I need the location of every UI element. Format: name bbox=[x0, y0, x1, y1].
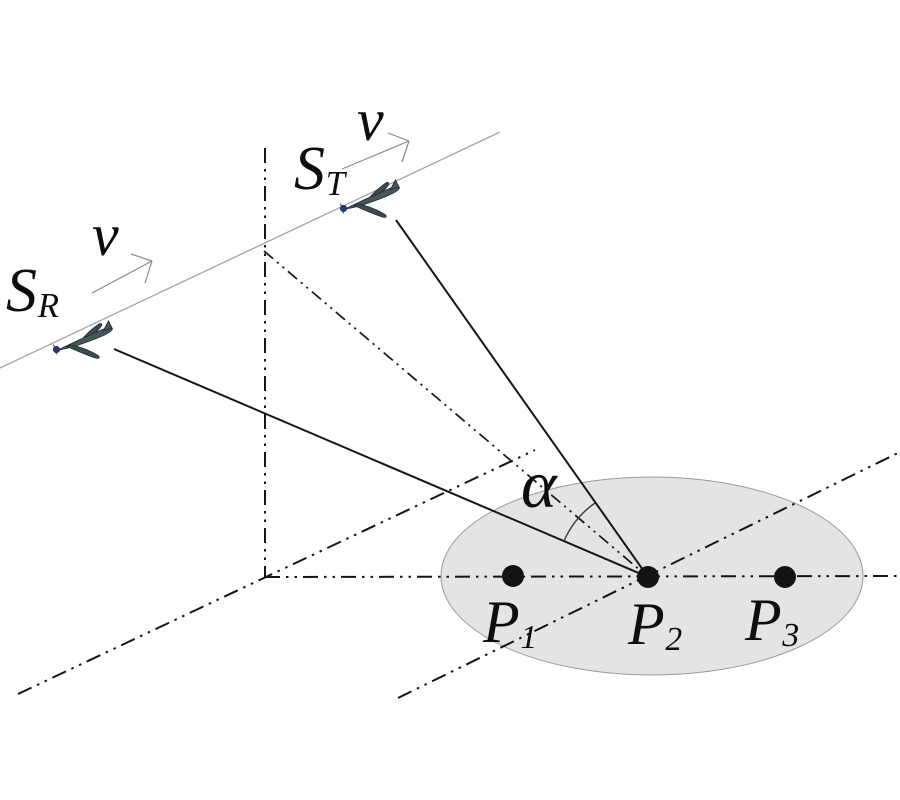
horizontal-axis-line bbox=[264, 575, 900, 578]
receiver-label: SR bbox=[6, 260, 59, 324]
ground-point-label-p1: P1 bbox=[483, 592, 537, 655]
target-point-dot-p3 bbox=[774, 566, 796, 588]
p3-label-sub: 3 bbox=[782, 617, 800, 655]
flight-path-line bbox=[0, 131, 501, 369]
transmitter-label: ST bbox=[294, 138, 345, 202]
airplane-icon bbox=[339, 179, 401, 218]
p1-label-base: P bbox=[483, 589, 520, 655]
p2-label-sub: 2 bbox=[665, 621, 683, 659]
transmitter-label-sub: T bbox=[325, 164, 345, 204]
bisector-projection-line bbox=[263, 250, 649, 578]
transmitter-label-base: S bbox=[294, 135, 325, 203]
receiver-label-base: S bbox=[6, 257, 37, 325]
transmitter-sight-line bbox=[395, 219, 649, 578]
velocity-label-transmitter: v bbox=[357, 87, 384, 153]
velocity-arrow-receiver bbox=[91, 253, 153, 294]
p3-label-base: P bbox=[745, 587, 782, 653]
velocity-label-receiver: v bbox=[92, 202, 119, 268]
bistatic-angle-label: α bbox=[521, 446, 557, 522]
target-point-dot-p2 bbox=[637, 566, 659, 588]
p1-label-sub: 1 bbox=[520, 619, 538, 657]
ground-point-label-p3: P3 bbox=[745, 590, 799, 653]
receiver-sight-line bbox=[113, 348, 649, 578]
airplane-icon bbox=[52, 320, 114, 359]
receiver-label-sub: R bbox=[37, 286, 59, 326]
p2-label-base: P bbox=[628, 591, 665, 657]
bistatic-angle-arc bbox=[563, 502, 596, 542]
ground-point-label-p2: P2 bbox=[628, 594, 682, 657]
velocity-arrow-transmitter bbox=[341, 132, 410, 170]
target-point-dot-p1 bbox=[502, 565, 524, 587]
